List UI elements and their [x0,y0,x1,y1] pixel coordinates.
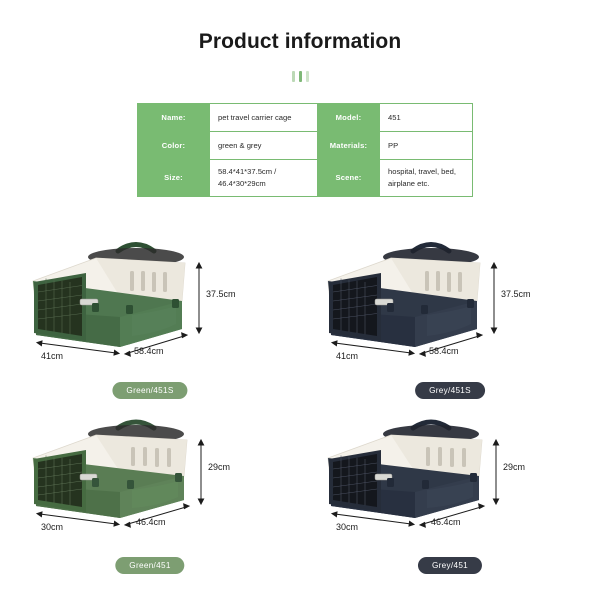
carrier-side-panel [427,306,471,336]
spec-value-scene: hospital, travel, bed, airplane etc. [379,159,473,197]
product-card-grey-451s[interactable]: 37.5cm 41cm 58.4cm Grey/451S [300,225,600,405]
carrier-drawing [32,242,203,357]
dimension-width-label: 30cm [41,522,64,532]
spec-key-size: Size: [137,159,210,197]
carrier-top-shell-side [391,435,482,476]
dimension-length-label: 46.4cm [431,517,461,527]
carrier-drawing [327,419,500,528]
carrier-vent-slots [131,447,171,467]
product-card-green-451[interactable]: 29cm 30cm 46.4cm Green/451 [0,400,300,580]
carrier-side-panel [427,481,473,508]
dimension-length-label: 58.4cm [429,346,459,356]
dimension-length-label: 46.4cm [136,517,166,527]
divider-bar-2 [298,71,302,82]
carrier-mesh-grid [332,278,378,335]
product-label-badge: Grey/451 [417,557,483,574]
spec-key-scene: Scene: [317,159,380,197]
spec-value-model: 451 [379,103,473,132]
carrier-top-shell-side [96,258,185,301]
spec-value-color: green & grey [209,131,318,160]
product-illustration-green-451: 29cm 30cm 46.4cm [0,400,300,540]
specification-table: Name: pet travel carrier cage Model: 451… [137,103,473,197]
carrier-side-panel [132,481,178,508]
carrier-clips [387,473,477,489]
product-illustration-green-451s: 37.5cm 41cm 58.4cm [0,225,300,365]
divider-bar-1 [291,71,295,82]
product-label-badge: Grey/451S [415,382,485,399]
carrier-clips [92,299,179,314]
dimension-lines [35,438,205,528]
carrier-top-shell-side [96,435,187,476]
spec-key-color: Color: [137,131,210,160]
spec-key-materials: Materials: [317,131,380,160]
spec-value-materials: PP [379,131,473,160]
carrier-top-shell-side [391,258,480,301]
dimension-lines [35,261,203,357]
carrier-mesh-grid [37,455,83,506]
carrier-vent-slots [130,271,167,292]
product-label-badge: Green/451 [115,557,185,574]
product-illustration-grey-451: 29cm 30cm 46.4cm [300,400,600,540]
carrier-door-mesh [38,454,82,507]
spec-value-name: pet travel carrier cage [209,103,318,132]
carrier-vent-slots [425,271,462,292]
carrier-clips [387,299,474,314]
spec-key-model: Model: [317,103,380,132]
carrier-door-mesh [333,454,377,507]
product-illustration-grey-451s: 37.5cm 41cm 58.4cm [300,225,600,365]
carrier-door-mesh [38,277,82,336]
dimension-lines [330,261,498,357]
spec-value-size: 58.4*41*37.5cm / 46.4*30*29cm [209,159,318,197]
carrier-clips [92,473,182,489]
spec-key-name: Name: [137,103,210,132]
carrier-side-panel [132,306,176,336]
divider-ornament [0,71,600,82]
dimension-height-label: 37.5cm [501,289,531,299]
carrier-drawing [327,242,498,357]
product-card-green-451s[interactable]: 37.5cm 41cm 58.4cm Green/451S [0,225,300,405]
carrier-mesh-grid [332,455,378,506]
dimension-height-label: 29cm [208,462,231,472]
table-row: Color: green & grey Materials: PP [137,131,473,160]
dimension-lines [330,438,500,528]
page-title: Product information [198,30,402,53]
table-row: Size: 58.4*41*37.5cm / 46.4*30*29cm Scen… [137,159,473,197]
table-row: Name: pet travel carrier cage Model: 451 [137,103,473,132]
dimension-length-label: 58.4cm [134,346,164,356]
product-label-badge: Green/451S [112,382,188,399]
carrier-drawing [32,419,205,528]
dimension-height-label: 29cm [503,462,526,472]
carrier-door-mesh [333,277,377,336]
dimension-height-label: 37.5cm [206,289,236,299]
divider-bar-3 [305,71,309,82]
carrier-mesh-grid [37,278,83,335]
product-card-grey-451[interactable]: 29cm 30cm 46.4cm Grey/451 [300,400,600,580]
dimension-width-label: 41cm [336,351,359,361]
dimension-width-label: 41cm [41,351,64,361]
dimension-width-label: 30cm [336,522,359,532]
carrier-vent-slots [426,447,466,467]
